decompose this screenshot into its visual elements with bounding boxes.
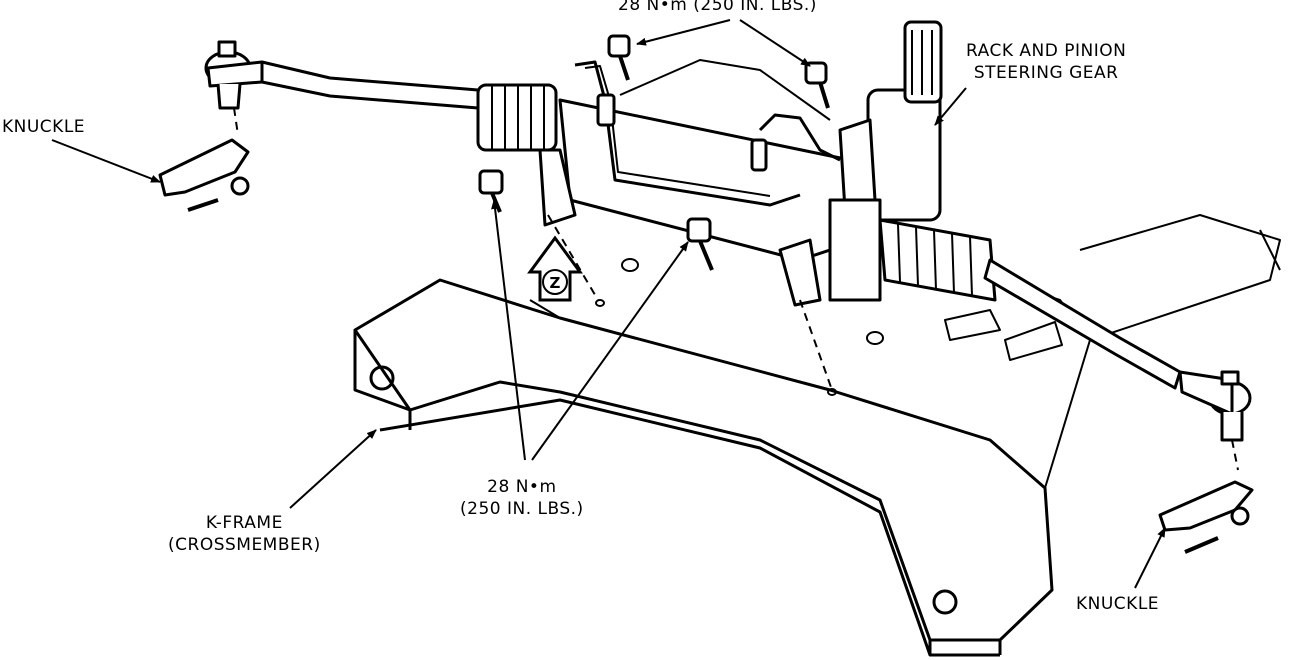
steering-knuckles <box>158 138 1254 554</box>
rack-and-pinion-steering-gear <box>476 20 997 307</box>
mounting-bolts <box>478 34 830 271</box>
kframe-label-line1: K-FRAME <box>205 513 283 533</box>
torque-spec-bottom-label: 28 N•m (250 IN. LBS.) <box>460 476 584 520</box>
alignment-dashes <box>233 107 1239 471</box>
k-frame-crossmember <box>353 214 1281 657</box>
rack-and-pinion-label: RACK AND PINION STEERING GEAR <box>966 40 1126 84</box>
view-z-marker: Z <box>527 235 583 302</box>
rack-label-line1: RACK AND PINION <box>966 41 1127 61</box>
torque-spec-top-label: 28 N•m (250 IN. LBS.) <box>618 0 817 15</box>
callout-leader-lines <box>51 19 1166 589</box>
view-marker-letter: Z <box>550 274 561 292</box>
k-frame-label: K-FRAME (CROSSMEMBER) <box>168 512 321 556</box>
torque-bottom-line1: 28 N•m <box>487 477 557 497</box>
torque-bottom-line2: (250 IN. LBS.) <box>460 499 584 519</box>
knuckle-right-label: KNUCKLE <box>1076 594 1160 614</box>
kframe-label-line2: (CROSSMEMBER) <box>168 535 321 555</box>
rack-label-line2: STEERING GEAR <box>973 63 1119 83</box>
knuckle-left-label: KNUCKLE <box>2 117 86 137</box>
tie-rods <box>204 40 1252 442</box>
